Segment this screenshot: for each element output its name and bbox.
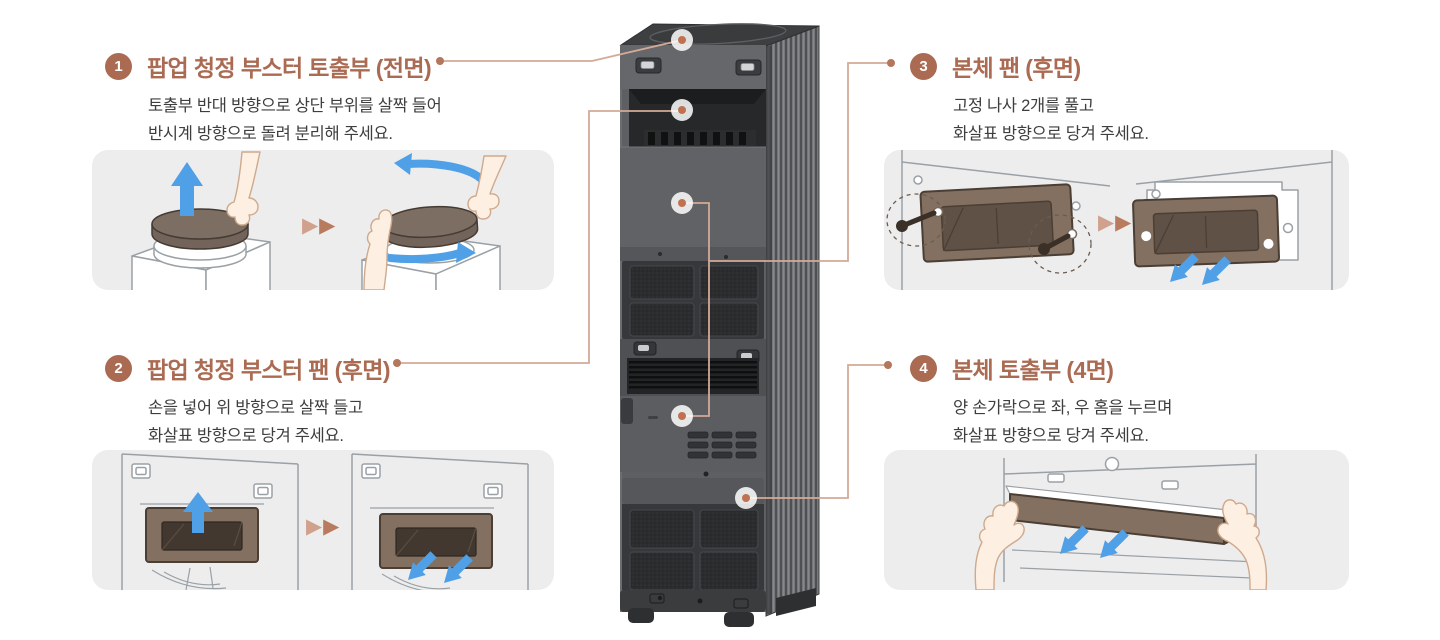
- step-3-title: 본체 팬 (후면): [952, 55, 1081, 81]
- front-outlet-opening: [629, 89, 766, 147]
- step-3-description: 고정 나사 2개를 풀고 화살표 방향으로 당겨 주세요.: [953, 92, 1149, 148]
- callout-marker-top-outlet: [671, 29, 693, 51]
- next-step-arrows-icon: ▶▶: [302, 215, 336, 236]
- drawing-fan-pull: [351, 453, 529, 590]
- illustration-step1-remove-top-disc: ▶▶: [92, 150, 554, 290]
- leader-end-dots: [393, 57, 895, 369]
- step-1-desc-line2: 반시계 방향으로 돌려 분리해 주세요.: [148, 125, 393, 143]
- callout-marker-lower-body: [671, 405, 693, 427]
- drawing-rotate-disc: [361, 153, 507, 290]
- section-step-4: 4 본체 토출부 (4면) 양 손가락으로 좌, 우 홈을 누르며 화살표 방향…: [910, 351, 1172, 450]
- step-1-description: 토출부 반대 방향으로 상단 부위를 살짝 들어 반시계 방향으로 돌려 분리해…: [148, 92, 442, 148]
- step-2-header: 2 팝업 청정 부스터 팬 (후면): [105, 351, 390, 385]
- leader-line-step1: [439, 39, 683, 62]
- upper-filter-grid: [622, 261, 764, 339]
- step-4-desc-line1: 양 손가락으로 좌, 우 홈을 누르며: [953, 399, 1173, 417]
- illustration-step2-remove-booster-fan: ▶▶: [92, 450, 554, 590]
- illustration-step4-remove-bottom-outlet: [884, 450, 1349, 590]
- next-step-arrow-1: ▶: [306, 515, 324, 538]
- step-3-desc-line1: 고정 나사 2개를 풀고: [953, 97, 1094, 115]
- step-1-desc-line1: 토출부 반대 방향으로 상단 부위를 살짝 들어: [148, 97, 442, 115]
- screw-icon: [886, 193, 946, 247]
- callout-marker-bottom-outlet: [735, 487, 757, 509]
- body-fan-panel-drawing: [919, 183, 1075, 263]
- step-4-title: 본체 토출부 (4면): [952, 357, 1114, 383]
- tower-base: [620, 588, 816, 627]
- step-2-desc-line2: 화살표 방향으로 당겨 주세요.: [148, 427, 344, 445]
- arrow-down-left-icons: [1170, 253, 1231, 285]
- hand-icon: [974, 500, 1025, 590]
- step-1-header: 1 팝업 청정 부스터 토출부 (전면): [105, 49, 442, 83]
- rear-vent-band: [620, 339, 766, 396]
- next-step-arrow-1: ▶: [302, 214, 320, 237]
- illustration-step3-remove-body-fan: ▶▶: [884, 150, 1349, 290]
- step-2-description: 손을 넣어 위 방향으로 살짝 들고 화살표 방향으로 당겨 주세요.: [148, 394, 390, 450]
- leader-lines: [396, 39, 892, 499]
- callout-marker-front-opening: [671, 99, 693, 121]
- bottom-outlet-rail: [622, 478, 764, 504]
- next-step-arrow-2: ▶: [1115, 211, 1133, 234]
- next-step-arrows-icon: ▶▶: [1098, 212, 1132, 233]
- leader-line-step2: [396, 110, 683, 364]
- step-4-desc-line2: 화살표 방향으로 당겨 주세요.: [953, 427, 1149, 445]
- step-4-badge: 4: [910, 354, 937, 382]
- next-step-arrow-2: ▶: [323, 515, 341, 538]
- top-handle-right: [735, 59, 762, 76]
- step-3-desc-line2: 화살표 방향으로 당겨 주세요.: [953, 125, 1149, 143]
- arrow-down-left-icons: [1060, 525, 1129, 558]
- drawing-pull-panel: [1132, 150, 1333, 290]
- step-3-badge: 3: [910, 52, 937, 80]
- step-2-title: 팝업 청정 부스터 팬 (후면): [147, 357, 390, 383]
- air-purifier-tower: [619, 23, 820, 627]
- next-step-arrow-1: ▶: [1098, 211, 1116, 234]
- callout-markers: [671, 29, 757, 509]
- rotate-arrow-right-head: [456, 242, 476, 263]
- lower-rear-panel: [620, 396, 766, 477]
- section-step-3: 3 본체 팬 (후면) 고정 나사 2개를 풀고 화살표 방향으로 당겨 주세요…: [910, 49, 1149, 148]
- hand-icon: [467, 155, 507, 220]
- hand-icon: [1217, 499, 1268, 590]
- callout-marker-upper-body: [671, 192, 693, 214]
- arrow-down-left-icons: [408, 551, 473, 583]
- top-handle-left: [635, 57, 662, 74]
- arrow-up-icon: [171, 162, 203, 216]
- rotate-arrow-left-head: [394, 153, 412, 175]
- drawing-unscrew-panel: [886, 150, 1111, 290]
- step-1-badge: 1: [105, 52, 132, 80]
- rotate-arrow-right-icon: [386, 249, 464, 264]
- lower-filter-grid: [622, 504, 764, 591]
- screw-icon: [1028, 214, 1092, 274]
- drawing-lift-disc: [131, 151, 271, 290]
- tower-side-face: [765, 25, 820, 617]
- next-step-arrow-2: ▶: [319, 214, 337, 237]
- step-2-badge: 2: [105, 354, 132, 382]
- fan-panel-drawing: [379, 513, 493, 569]
- leader-line-step3: [681, 62, 892, 417]
- fan-panel-drawing: [145, 507, 259, 563]
- step-2-desc-line1: 손을 넣어 위 방향으로 살짝 들고: [148, 399, 363, 417]
- hand-icon: [363, 209, 393, 290]
- drawing-pull-outlet-bar: [974, 454, 1268, 590]
- step-3-header: 3 본체 팬 (후면): [910, 49, 1149, 83]
- step-4-header: 4 본체 토출부 (4면): [910, 351, 1172, 385]
- arrow-up-icon: [183, 492, 213, 533]
- step-4-description: 양 손가락으로 좌, 우 홈을 누르며 화살표 방향으로 당겨 주세요.: [953, 394, 1172, 450]
- leader-line-step4: [745, 364, 889, 499]
- drawing-fan-lift: [121, 453, 299, 590]
- body-fan-panel-drawing: [1132, 194, 1281, 268]
- section-step-2: 2 팝업 청정 부스터 팬 (후면) 손을 넣어 위 방향으로 살짝 들고 화살…: [105, 351, 390, 450]
- booster-disc-drawing: [151, 208, 249, 250]
- hand-icon: [226, 151, 261, 226]
- step-1-title: 팝업 청정 부스터 토출부 (전면): [147, 55, 432, 81]
- next-step-arrows-icon: ▶▶: [306, 516, 340, 537]
- rotate-arrow-left-icon: [404, 159, 484, 182]
- section-step-1: 1 팝업 청정 부스터 토출부 (전면) 토출부 반대 방향으로 상단 부위를 …: [105, 49, 442, 148]
